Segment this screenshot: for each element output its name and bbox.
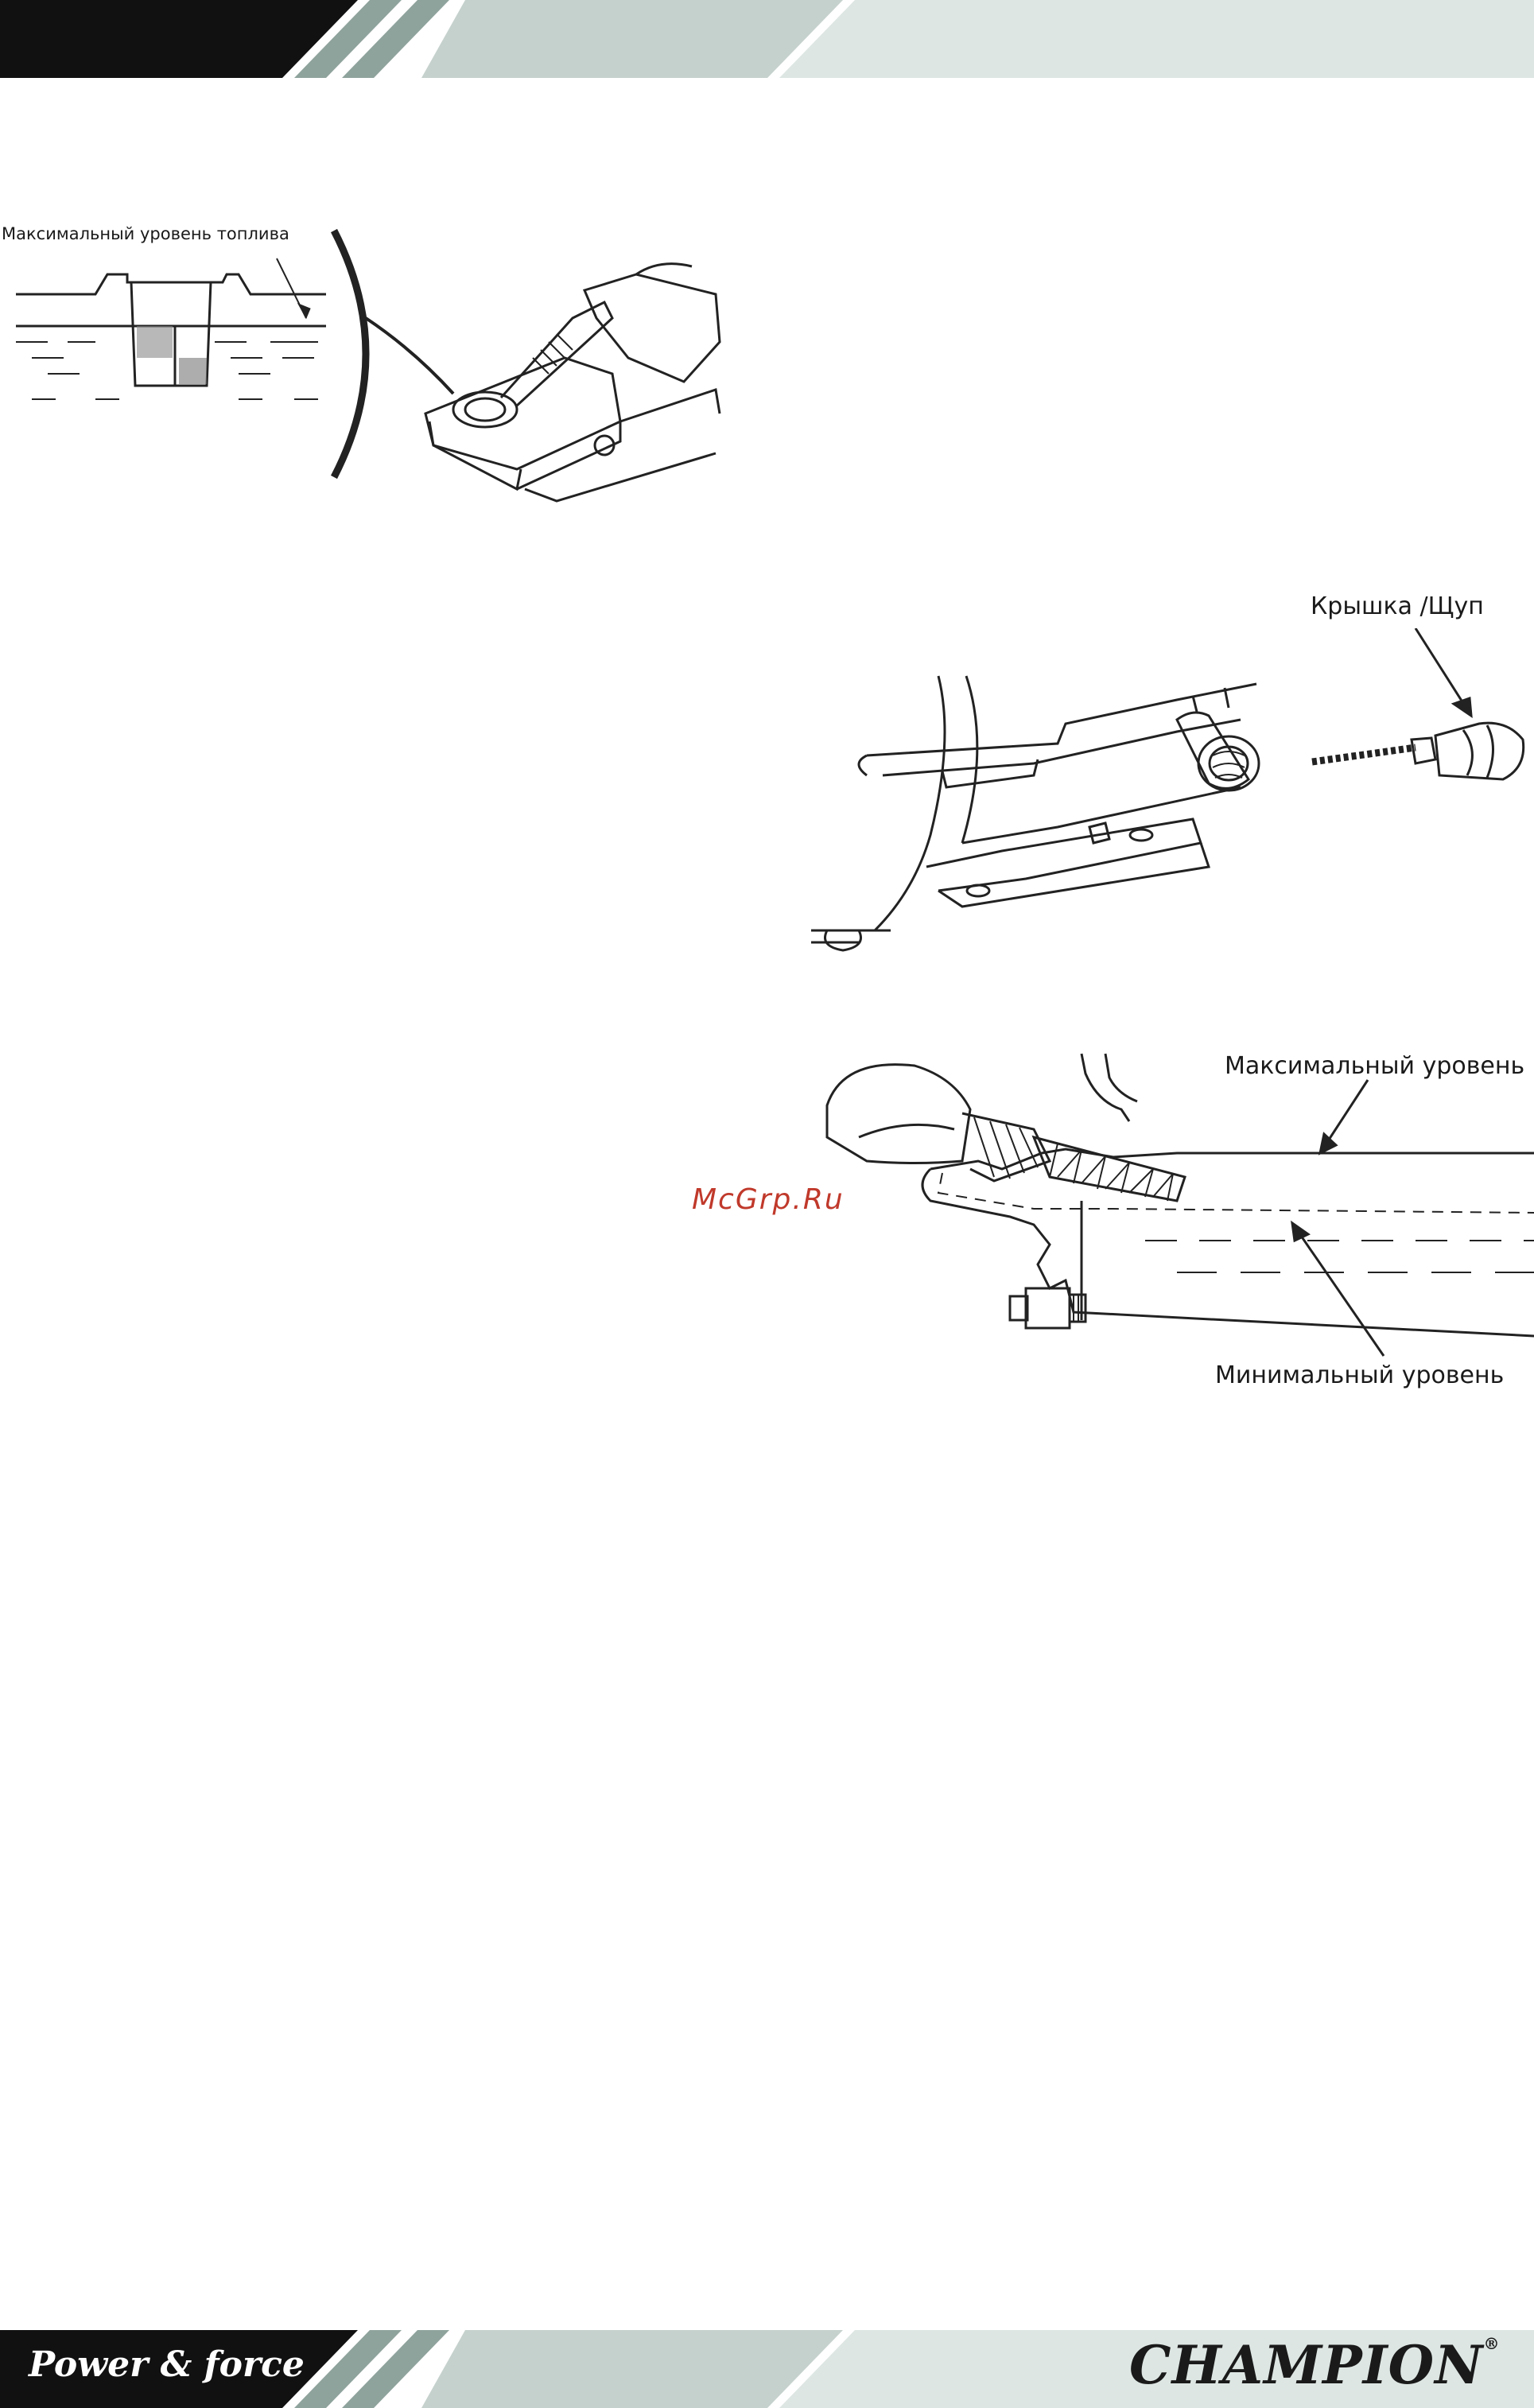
oil-level-illustration bbox=[811, 1042, 1534, 1360]
cap-dipstick-label: Крышка /Щуп bbox=[1311, 592, 1484, 620]
cap-dipstick-illustration bbox=[795, 628, 1534, 978]
oil-min-level-label: Минимальный уровень bbox=[1215, 1361, 1504, 1389]
fuel-tank-illustration bbox=[0, 215, 740, 517]
footer-brand-logo: CHAMPION® bbox=[1129, 2334, 1500, 2396]
footer-brand-name: CHAMPION bbox=[1129, 2334, 1483, 2396]
header-band bbox=[0, 0, 1534, 78]
registered-mark: ® bbox=[1483, 2334, 1500, 2353]
header-stripes bbox=[0, 0, 1534, 78]
footer-slogan: Power & force bbox=[29, 2344, 305, 2385]
